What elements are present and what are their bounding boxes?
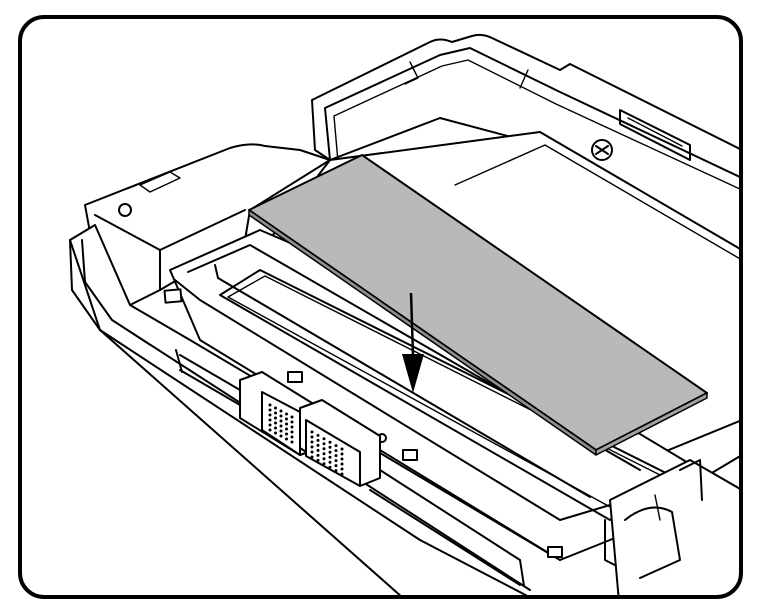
connector-pin: [310, 435, 314, 439]
connector-pin: [316, 433, 320, 437]
connector-pin: [268, 423, 272, 427]
connector-pin: [290, 425, 294, 429]
connector-pin: [285, 432, 288, 436]
connector-pin: [290, 430, 294, 434]
connector-pin: [268, 403, 272, 407]
connector-pin: [322, 457, 326, 461]
connector-pin: [316, 443, 320, 447]
connector-pin: [340, 452, 344, 456]
connector-pin: [279, 414, 283, 418]
connector-pin: [310, 445, 314, 449]
right-latch: [609, 459, 741, 597]
connector-pin: [340, 457, 344, 461]
thermal-pad: [248, 154, 708, 456]
connector-pin: [328, 455, 332, 459]
connector-pin: [334, 459, 338, 463]
connector-pin: [268, 413, 272, 417]
connector-pin: [274, 406, 277, 410]
connector-pin: [334, 454, 338, 458]
connector-pin: [274, 421, 277, 425]
connector-pin: [322, 452, 326, 456]
connector-pin: [279, 434, 283, 438]
connector-pin: [274, 411, 277, 415]
connector-pin: [340, 472, 344, 476]
connector-pin: [268, 428, 272, 432]
connector-pin: [285, 422, 288, 426]
connector-pin: [322, 462, 326, 466]
side-rails: [175, 349, 525, 587]
connector-pin: [340, 462, 344, 466]
connector-pin: [316, 448, 320, 452]
connector-pin: [322, 437, 326, 441]
connector-pin: [274, 426, 277, 430]
connector-pin: [328, 445, 332, 449]
connector-pin: [285, 427, 288, 431]
connector-pin: [268, 408, 272, 412]
connector-pin: [290, 415, 294, 419]
screw-icon: [591, 139, 613, 161]
arrow-down-icon: [402, 292, 424, 393]
connector-pin: [316, 438, 320, 442]
connector-pin: [279, 419, 283, 423]
connector-pin: [334, 469, 338, 473]
connector-pin: [328, 440, 332, 444]
connector-right: [299, 399, 381, 487]
connector-pin: [285, 412, 288, 416]
connector-pin: [268, 418, 272, 422]
connector-pin: [340, 447, 344, 451]
connector-pin: [328, 460, 332, 464]
connector-pin: [290, 435, 294, 439]
connector-pin: [334, 464, 338, 468]
connector-pin: [310, 455, 314, 459]
connector-pin: [285, 437, 288, 441]
connector-pin: [279, 409, 283, 413]
connector-pin: [328, 465, 332, 469]
connector-pin: [334, 444, 338, 448]
connector-pin: [316, 453, 320, 457]
connector-pin: [274, 416, 277, 420]
connector-pin: [279, 424, 283, 428]
device-drawing: [69, 33, 741, 597]
connector-pin: [310, 440, 314, 444]
connector-pin: [310, 430, 314, 434]
connector-pin: [328, 450, 332, 454]
figure-frame: [18, 15, 743, 599]
connector-pin: [334, 449, 338, 453]
connector-pin: [285, 417, 288, 421]
connector-pin: [290, 440, 294, 444]
connector-pin: [290, 420, 294, 424]
connector-pin: [279, 429, 283, 433]
connector-pin: [316, 458, 320, 462]
connector-pin: [340, 467, 344, 471]
connector-pin: [322, 442, 326, 446]
connector-pin: [322, 447, 326, 451]
connector-pin: [274, 431, 277, 435]
connector-pin: [310, 450, 314, 454]
left-housing: [84, 143, 331, 306]
